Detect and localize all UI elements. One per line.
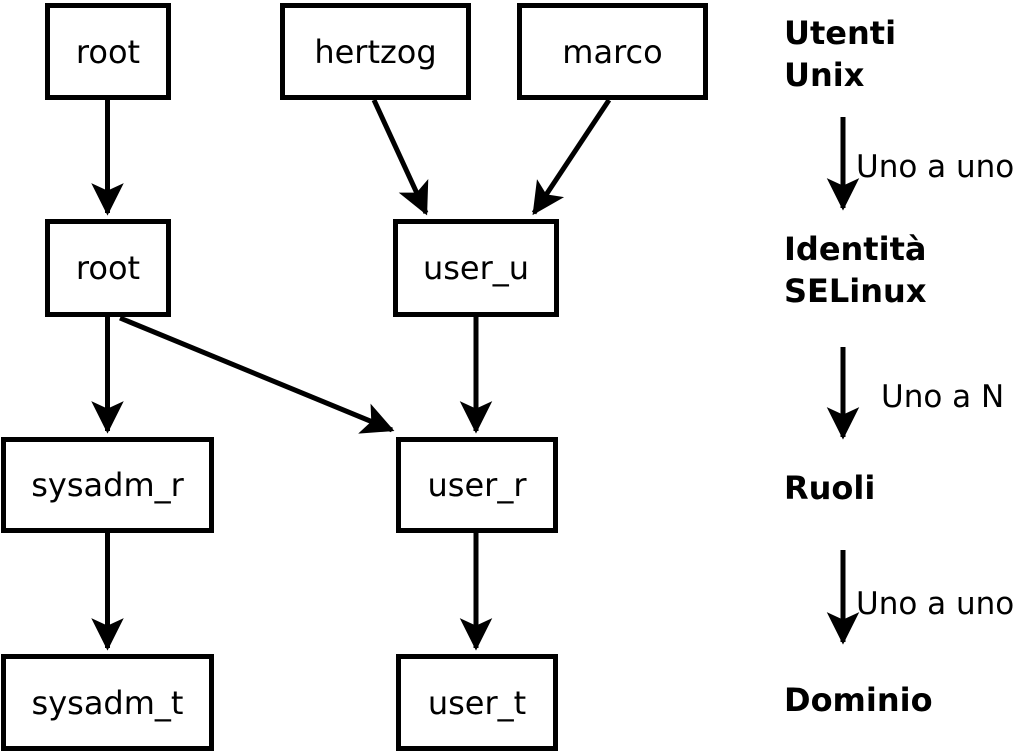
node-unix-root: root	[45, 3, 171, 100]
legend-arrow-label-uno-a-uno-2: Uno a uno	[856, 586, 1015, 622]
legend-level-dominio: Dominio	[784, 681, 933, 719]
legend-level-identita-selinux: Identità SELinux	[784, 230, 927, 310]
node-role-user_r: user_r	[396, 437, 558, 533]
edge-hertzog-to-user_u	[371, 98, 429, 216]
node-unix-marco: marco	[517, 3, 708, 100]
node-role-sysadm_r: sysadm_r	[1, 437, 214, 533]
legend-level-utenti-unix: Utenti Unix	[784, 14, 897, 94]
node-selinux-user_u: user_u	[393, 219, 559, 317]
node-unix-hertzog: hertzog	[280, 3, 471, 100]
legend-arrow-label-uno-a-n: Uno a N	[881, 379, 1005, 415]
node-domain-sysadm_t: sysadm_t	[1, 654, 214, 751]
edge-marco-to-user_u	[531, 98, 612, 216]
legend-level-ruoli: Ruoli	[784, 469, 876, 507]
edge-root-to-user_r	[119, 315, 395, 434]
legend-arrow-label-uno-a-uno-1: Uno a uno	[856, 149, 1015, 185]
node-domain-user_t: user_t	[396, 654, 558, 751]
node-selinux-root: root	[45, 219, 171, 317]
